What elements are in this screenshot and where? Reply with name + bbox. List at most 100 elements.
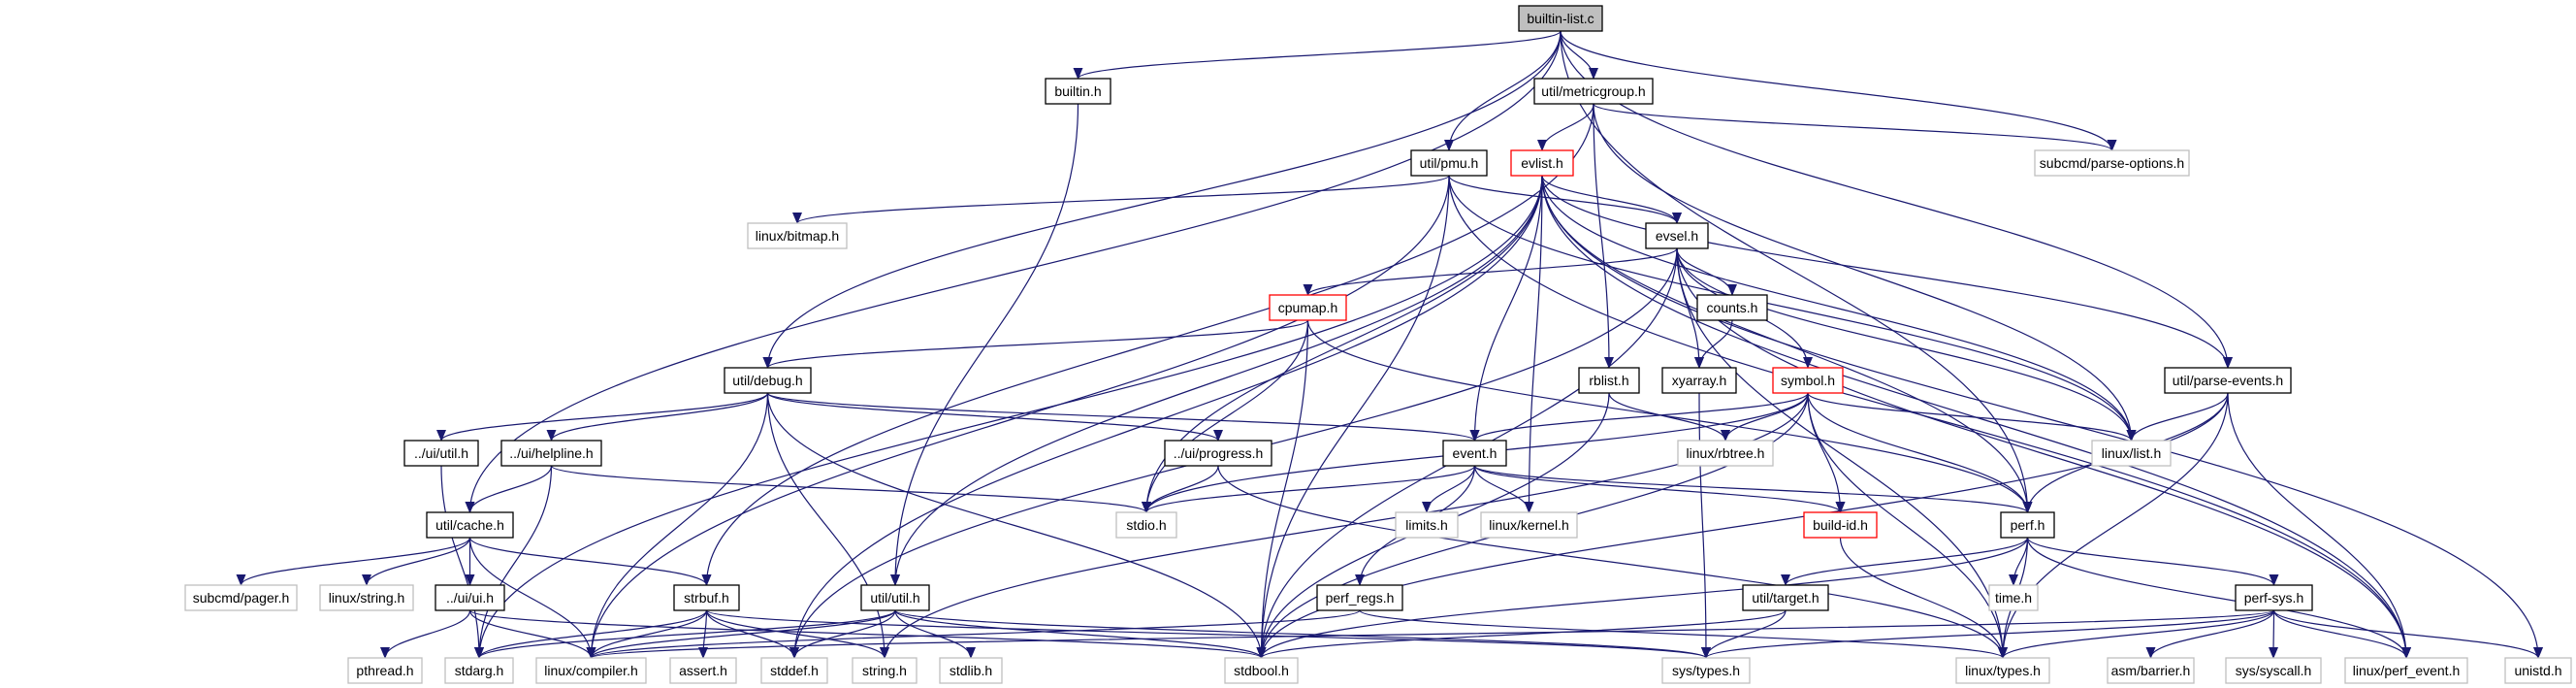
node-label: asm/barrier.h xyxy=(2111,663,2191,678)
edge-util-pmu-h-to-linux-compiler-h xyxy=(586,175,1450,659)
node-box xyxy=(1480,511,1578,539)
node-stdbool-h: stdbool.h xyxy=(1224,657,1299,684)
node-time-h: time.h xyxy=(1988,584,2039,611)
node-linux-bitmap-h: linux/bitmap.h xyxy=(747,222,848,249)
node-box xyxy=(1988,584,2039,611)
node-box xyxy=(500,440,602,467)
node-util-cache-h[interactable]: util/cache.h xyxy=(426,511,514,539)
edge-evlist-h-to-util-parse-events-h xyxy=(1541,175,2233,369)
node-label: util/debug.h xyxy=(732,373,802,388)
node-box xyxy=(669,657,737,684)
node-label: ../ui/util.h xyxy=(414,445,468,461)
node-box xyxy=(852,657,918,684)
node-label: subcmd/pager.h xyxy=(193,590,290,606)
node-cpumap-h[interactable]: cpumap.h xyxy=(1269,294,1347,321)
node-evsel-h[interactable]: evsel.h xyxy=(1645,222,1709,249)
node-ui-util-h[interactable]: ../ui/util.h xyxy=(403,440,479,467)
node-box xyxy=(1395,511,1459,539)
edge-util-metricgroup-h-to-linux-list-h xyxy=(1593,103,2137,442)
node-strbuf-h[interactable]: strbuf.h xyxy=(673,584,740,611)
edge-util-debug-h-to-stdbool-h xyxy=(766,392,1267,659)
node-linux-string-h: linux/string.h xyxy=(319,584,414,611)
node-util-metricgroup-h[interactable]: util/metricgroup.h xyxy=(1533,78,1654,105)
node-label: linux/types.h xyxy=(1965,663,2041,678)
node-label: util/metricgroup.h xyxy=(1541,83,1645,99)
node-label: counts.h xyxy=(1707,300,1758,315)
node-label: util/util.h xyxy=(870,590,919,606)
node-counts-h[interactable]: counts.h xyxy=(1696,294,1768,321)
node-label: stdarg.h xyxy=(455,663,504,678)
edge-perf-h-to-perf-sys-h xyxy=(2026,537,2279,586)
node-label: cpumap.h xyxy=(1278,300,1337,315)
edge-util-pmu-h-to-evsel-h xyxy=(1448,175,1682,224)
node-label: stdbool.h xyxy=(1234,663,1289,678)
edge-event-h-to-stdio-h xyxy=(1142,465,1476,513)
node-perf-regs-h[interactable]: perf_regs.h xyxy=(1316,584,1403,611)
edge-util-metricgroup-h-to-subcmd-parse-options-h xyxy=(1593,103,2117,151)
node-util-pmu-h[interactable]: util/pmu.h xyxy=(1410,149,1488,177)
node-box xyxy=(184,584,298,611)
node-label: sys/types.h xyxy=(1672,663,1740,678)
edge-util-util-h-to-stdbool-h xyxy=(894,609,1267,659)
node-symbol-h[interactable]: symbol.h xyxy=(1772,367,1844,394)
node-label: stddef.h xyxy=(770,663,819,678)
edge-util-cache-h-to-subcmd-pager-h xyxy=(236,537,471,586)
node-builtin-list-c[interactable]: builtin-list.c xyxy=(1518,5,1603,32)
node-label: strbuf.h xyxy=(684,590,729,606)
node-util-parse-events-h[interactable]: util/parse-events.h xyxy=(2164,367,2292,394)
node-label: assert.h xyxy=(679,663,727,678)
node-box xyxy=(1164,440,1272,467)
edge-strbuf-h-to-stdarg-h xyxy=(474,609,708,659)
node-xyarray-h[interactable]: xyarray.h xyxy=(1661,367,1737,394)
node-box xyxy=(2164,367,2292,394)
edge-util-util-h-to-stddef-h xyxy=(789,609,896,659)
node-perf-sys-h[interactable]: perf-sys.h xyxy=(2235,584,2313,611)
node-util-util-h[interactable]: util/util.h xyxy=(860,584,930,611)
node-box xyxy=(1224,657,1299,684)
edge-rblist-h-to-linux-rbtree-h xyxy=(1608,392,1730,442)
edge-perf-sys-h-to-sys-syscall-h xyxy=(2269,609,2279,659)
node-label: util/pmu.h xyxy=(1420,155,1479,171)
edge-event-h-to-linux-kernel-h xyxy=(1473,465,1534,513)
edge-util-util-h-to-linux-compiler-h xyxy=(586,609,896,659)
edge-util-cache-h-to-linux-string-h xyxy=(362,537,471,586)
node-box xyxy=(403,440,479,467)
node-subcmd-pager-h: subcmd/pager.h xyxy=(184,584,298,611)
node-rblist-h[interactable]: rblist.h xyxy=(1578,367,1640,394)
edge-symbol-h-to-perf-h xyxy=(1807,392,2033,513)
node-label: limits.h xyxy=(1405,517,1448,533)
node-label: ../ui/ui.h xyxy=(446,590,494,606)
node-label: linux/bitmap.h xyxy=(756,228,839,244)
edge-symbol-h-to-string-h xyxy=(880,392,1809,659)
node-perf-h[interactable]: perf.h xyxy=(2000,511,2055,539)
edge-evlist-h-to-stdarg-h xyxy=(474,175,1543,659)
edge-util-util-h-to-stdlib-h xyxy=(894,609,976,659)
edge-ui-ui-h-to-pthread-h xyxy=(380,609,471,659)
edge-evlist-h-to-event-h xyxy=(1469,175,1543,442)
node-util-debug-h[interactable]: util/debug.h xyxy=(724,367,812,394)
node-box xyxy=(2225,657,2322,684)
node-unistd-h: unistd.h xyxy=(2504,657,2572,684)
node-box xyxy=(1661,367,1737,394)
nodes-layer: builtin-list.c builtin.h util/metricgroup.… xyxy=(184,5,2572,684)
node-evlist-h[interactable]: evlist.h xyxy=(1510,149,1574,177)
node-build-id-h[interactable]: build-id.h xyxy=(1803,511,1878,539)
node-label: util/parse-events.h xyxy=(2173,373,2283,388)
node-ui-helpline-h[interactable]: ../ui/helpline.h xyxy=(500,440,602,467)
node-linux-types-h: linux/types.h xyxy=(1955,657,2050,684)
edge-evlist-h-to-evsel-h xyxy=(1541,175,1682,224)
node-box xyxy=(1772,367,1844,394)
node-event-h[interactable]: event.h xyxy=(1442,440,1507,467)
node-ui-ui-h[interactable]: ../ui/ui.h xyxy=(435,584,505,611)
node-box xyxy=(1045,78,1111,105)
node-label: pthread.h xyxy=(356,663,413,678)
node-box xyxy=(1316,584,1403,611)
edge-symbol-h-to-build-id-h xyxy=(1807,392,1846,513)
node-util-target-h[interactable]: util/target.h xyxy=(1742,584,1829,611)
node-box xyxy=(724,367,812,394)
edge-builtin-list-c-to-util-metricgroup-h xyxy=(1560,30,1598,80)
edge-xyarray-h-to-sys-types-h xyxy=(1698,392,1711,659)
node-builtin-h[interactable]: builtin.h xyxy=(1045,78,1111,105)
edge-builtin-list-c-to-subcmd-parse-options-h xyxy=(1560,30,2117,151)
node-ui-progress-h[interactable]: ../ui/progress.h xyxy=(1164,440,1272,467)
